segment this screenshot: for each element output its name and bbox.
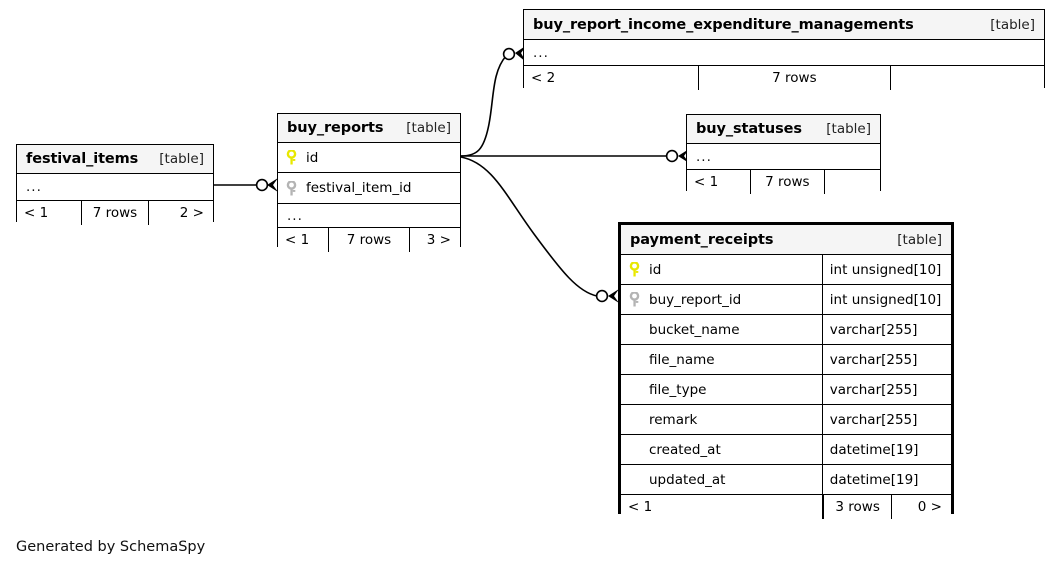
primary-key-icon (629, 262, 648, 277)
table-ellipsis-row: ... (524, 39, 1044, 66)
footer-row-count: 7 rows (697, 65, 892, 90)
column-name: id (649, 261, 662, 278)
table-column-row[interactable]: id int unsigned[10] (621, 254, 951, 285)
table-type-tag: [table] (990, 16, 1035, 33)
footer-children-count: 3 > (408, 227, 460, 252)
table-column-row[interactable]: bucket_name varchar[255] (621, 314, 951, 345)
table-ellipsis-row: ... (687, 143, 880, 170)
column-name: created_at (649, 441, 721, 458)
primary-key-icon (286, 150, 305, 165)
footer-parents-count: < 1 (687, 169, 752, 194)
footer-children-count: 2 > (147, 200, 213, 225)
table-payment-receipts[interactable]: payment_receipts [table] id (618, 222, 954, 519)
ellipsis-label: ... (278, 203, 460, 228)
table-ellipsis-row: ... (17, 173, 213, 201)
column-name: id (306, 149, 319, 166)
table-buy-report-income-expenditure-managements[interactable]: buy_report_income_expenditure_management… (523, 9, 1045, 90)
edge-endpoint-circle (665, 149, 679, 163)
footer-parents-count: < 1 (17, 200, 83, 225)
column-name: file_name (649, 351, 715, 368)
footer-children-count: 0 > (891, 495, 951, 519)
column-name: updated_at (649, 471, 726, 488)
edge-buy-reports-to-income-expenditure (460, 55, 507, 157)
table-title: festival_items (26, 151, 139, 167)
table-header-row: buy_statuses [table] (687, 115, 880, 144)
table-title: buy_report_income_expenditure_management… (533, 16, 914, 33)
footer-parents-count: < 2 (524, 65, 699, 90)
generated-by-caption: Generated by SchemaSpy (16, 539, 206, 555)
table-title: buy_statuses (696, 121, 802, 137)
column-type: int unsigned[10] (821, 254, 951, 285)
column-type: datetime[19] (821, 434, 951, 465)
column-type: varchar[255] (821, 404, 951, 435)
column-type: datetime[19] (821, 464, 951, 495)
column-name: buy_report_id (649, 291, 742, 308)
edge-buy-reports-to-payment-receipts (460, 156, 598, 297)
table-footer-row: < 1 7 rows (687, 169, 880, 194)
edge-endpoint-circle (255, 178, 269, 192)
table-column-row[interactable]: remark varchar[255] (621, 404, 951, 435)
ellipsis-label: ... (17, 173, 213, 201)
column-type: varchar[255] (821, 374, 951, 405)
column-type: int unsigned[10] (821, 284, 951, 315)
table-title: buy_reports (287, 120, 384, 136)
column-type: varchar[255] (821, 314, 951, 345)
table-festival-items[interactable]: festival_items [table] ... < 1 7 rows 2 … (16, 144, 214, 225)
footer-row-count: 7 rows (81, 200, 149, 225)
column-name: festival_item_id (306, 180, 412, 196)
column-name: bucket_name (649, 321, 740, 338)
table-header-row: festival_items [table] (17, 145, 213, 174)
table-footer-row: < 1 3 rows 0 > (621, 494, 951, 519)
table-type-tag: [table] (159, 151, 204, 167)
table-type-tag: [table] (406, 120, 451, 136)
foreign-key-icon (629, 292, 648, 307)
footer-children-count (823, 169, 880, 194)
table-buy-reports[interactable]: buy_reports [table] id (277, 113, 461, 252)
table-column-row[interactable]: festival_item_id (278, 172, 460, 204)
table-title: payment_receipts (630, 231, 774, 248)
column-type: varchar[255] (821, 344, 951, 375)
table-column-row[interactable]: file_name varchar[255] (621, 344, 951, 375)
column-name: remark (649, 411, 698, 428)
ellipsis-label: ... (687, 143, 880, 170)
footer-parents-count: < 1 (621, 494, 823, 519)
column-name: file_type (649, 381, 707, 398)
table-footer-row: < 2 7 rows (524, 65, 1044, 90)
table-column-row[interactable]: file_type varchar[255] (621, 374, 951, 405)
table-type-tag: [table] (826, 121, 871, 137)
table-column-row[interactable]: created_at datetime[19] (621, 434, 951, 465)
footer-children-count (890, 65, 1044, 90)
table-ellipsis-row: ... (278, 203, 460, 228)
edge-endpoint-circle (595, 289, 609, 303)
table-column-row[interactable]: buy_report_id int unsigned[10] (621, 284, 951, 315)
footer-row-count: 7 rows (750, 169, 825, 194)
table-footer-row: < 1 7 rows 2 > (17, 200, 213, 225)
footer-parents-count: < 1 (278, 227, 330, 252)
table-column-row[interactable]: id (278, 142, 460, 173)
foreign-key-icon (286, 180, 305, 196)
table-header-row: payment_receipts [table] (621, 225, 951, 255)
footer-row-count-cell: 3 rows 0 > (822, 494, 951, 519)
table-header-row: buy_report_income_expenditure_management… (524, 10, 1044, 40)
table-header-row: buy_reports [table] (278, 114, 460, 143)
footer-row-count: 3 rows (822, 495, 893, 519)
table-type-tag: [table] (897, 231, 942, 248)
edge-endpoint-circle (502, 47, 516, 61)
table-footer-row: < 1 7 rows 3 > (278, 227, 460, 252)
footer-row-count: 7 rows (328, 227, 410, 252)
table-buy-statuses[interactable]: buy_statuses [table] ... < 1 7 rows (686, 114, 881, 194)
table-column-row[interactable]: updated_at datetime[19] (621, 464, 951, 495)
ellipsis-label: ... (524, 39, 1044, 66)
